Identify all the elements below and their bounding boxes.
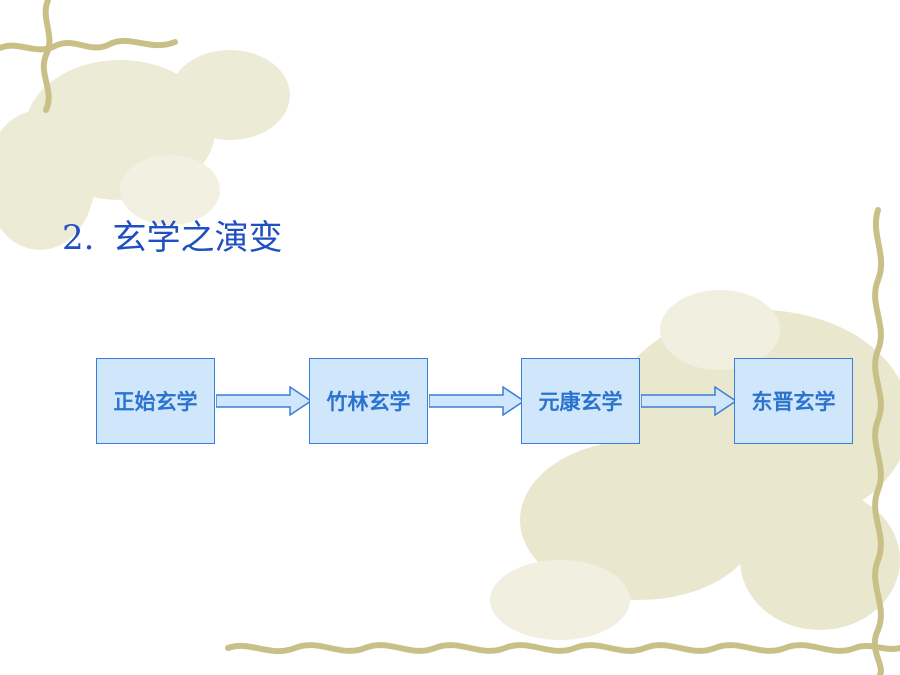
arrow-right-icon: [429, 386, 525, 416]
stage-box-yuankang: 元康玄学: [521, 358, 640, 444]
title-number: 2.: [62, 218, 95, 258]
arrow-right-icon: [216, 386, 312, 416]
stage-box-zhengshi: 正始玄学: [96, 358, 215, 444]
stage-box-dongjin: 东晋玄学: [734, 358, 853, 444]
title-text: 玄学之演变: [112, 218, 283, 258]
slide-title: 2. 玄学之演变: [62, 210, 282, 259]
arrow-right-icon: [641, 386, 737, 416]
stage-box-zhulin: 竹林玄学: [309, 358, 428, 444]
